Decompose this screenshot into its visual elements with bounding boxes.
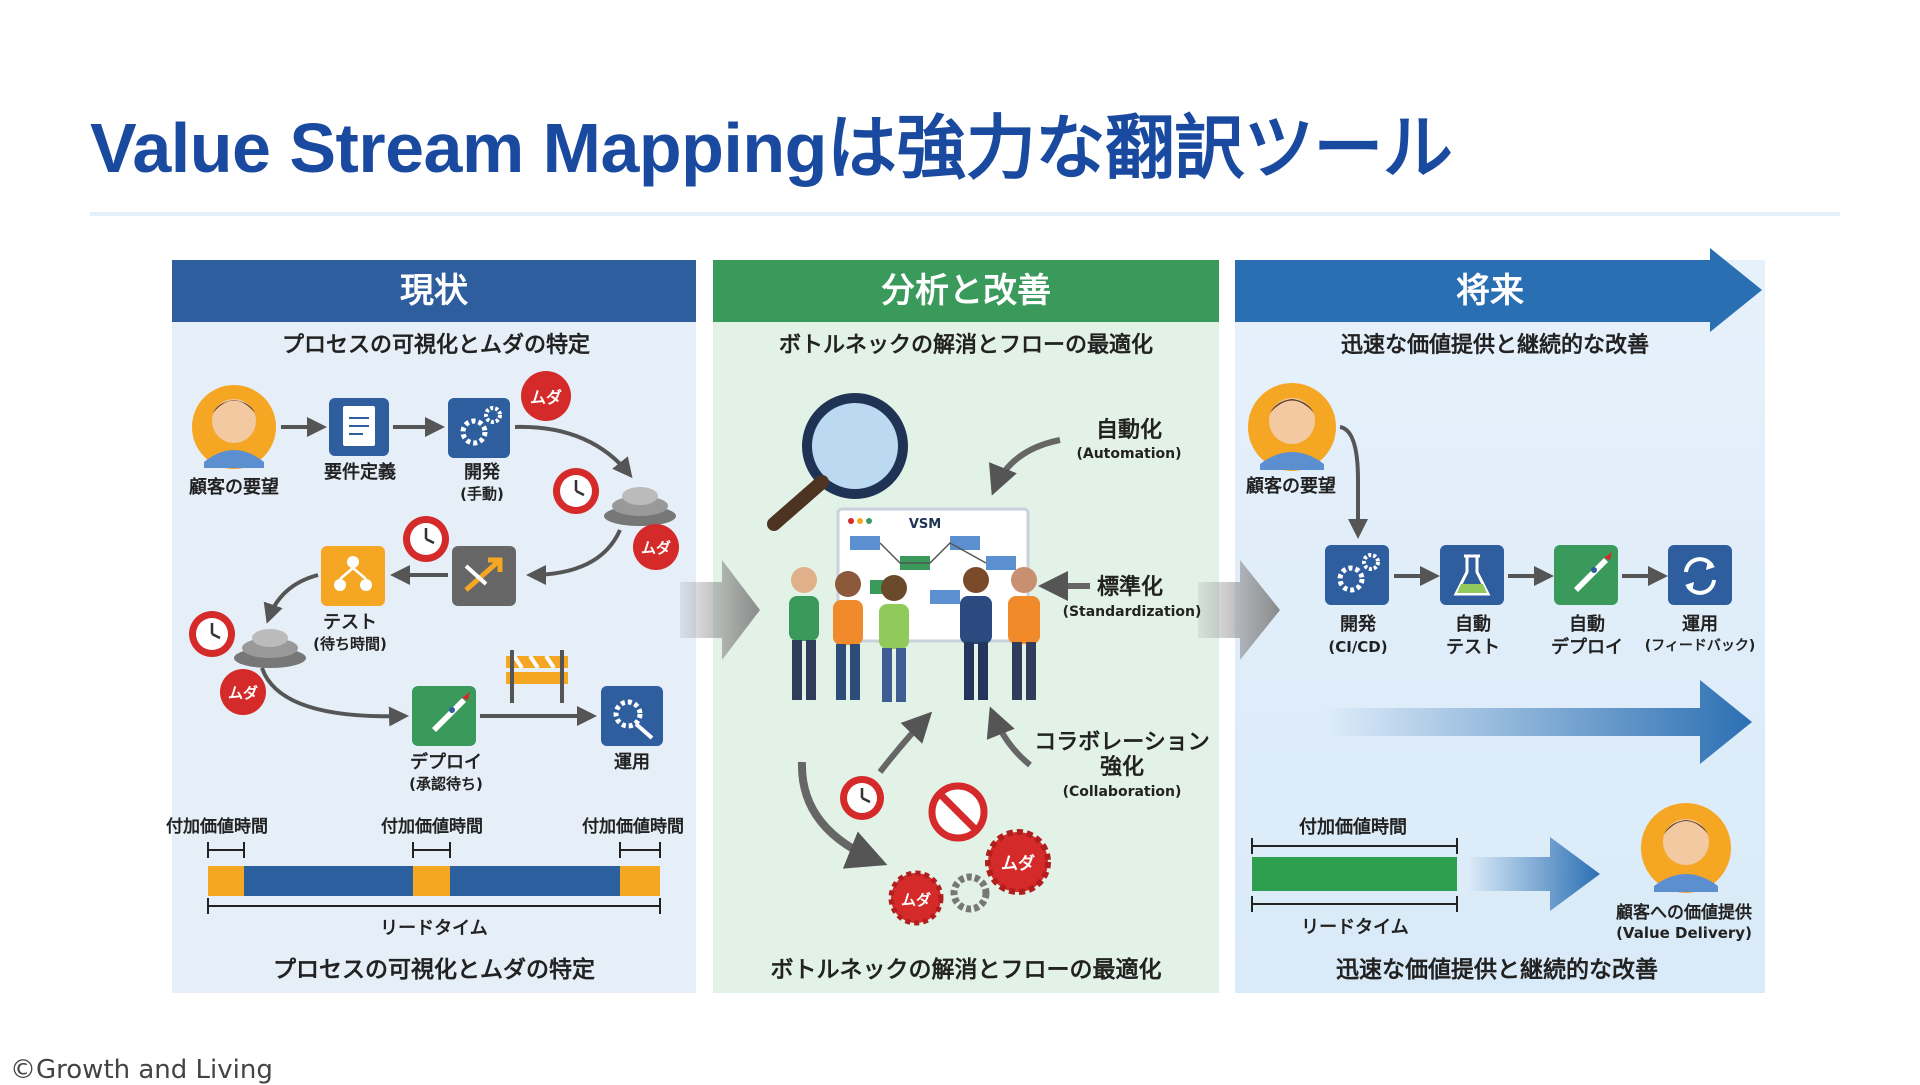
transition-arrow-2 [1198,560,1280,660]
future-deploy-label: 自動 [1569,613,1605,635]
transition-arrow-1 [680,560,760,660]
header-current [172,260,696,322]
va-label-3: 付加価値時間 [582,816,684,837]
standardization-en-label: (Standardization) [1063,604,1202,620]
copyright: ©Growth and Living [10,1055,273,1085]
header-future-arrow [1235,248,1762,332]
magnifier-icon [767,393,908,531]
lead-time-label: リードタイム [380,918,488,939]
svg-text:ムダ: ムダ [901,891,931,909]
future-va-label: 付加価値時間 [1299,816,1407,838]
collaboration-label: コラボレーション [1034,730,1210,755]
auto-deploy-rocket-icon [1554,545,1618,605]
collaboration-label-2: 強化 [1100,754,1144,780]
header-future-label: 将来 [1456,271,1524,311]
waiting-handoff-icon [452,546,516,606]
dev-gear-icon [448,398,510,458]
header-analysis-label: 分析と改善 [881,271,1051,311]
inventory-pile-icon-1 [604,487,676,526]
test-label: テスト [323,612,377,633]
customer-avatar-icon [192,385,276,469]
future-dev-label: 開発 [1340,613,1377,635]
deploy-label: デプロイ [410,751,482,773]
clock-icon-3 [189,611,235,657]
vsm-board-label: VSM [909,517,941,532]
future-ops-note: (フィードバック) [1645,638,1756,654]
current-customer-label: 顧客の要望 [189,476,279,498]
future-test-label: 自動 [1455,613,1491,635]
muda-badge-1: ムダ [521,371,571,421]
ops-label: 運用 [614,752,650,773]
prohibited-icon [928,782,988,842]
test-note: (待ち時間) [313,635,387,653]
deploy-note: (承認待ち) [409,775,483,793]
header-current-label: 現状 [400,271,469,311]
current-footer: プロセスの可視化とムダの特定 [273,956,595,983]
future-dev-note: (CI/CD) [1328,638,1387,656]
title-divider [90,212,1840,216]
slide-title: Value Stream Mappingは強力な翻訳ツール [90,109,1453,187]
va-block-1 [208,866,244,896]
ops-gear-icon [601,686,663,746]
header-analysis [713,260,1219,322]
delivery-en-label: (Value Delivery) [1616,924,1752,942]
deploy-rocket-icon [412,686,476,746]
va-markers [207,842,661,858]
dev-label: 開発 [464,461,501,483]
svg-text:ムダ: ムダ [228,684,258,702]
gear-icon [950,873,990,913]
future-footer: 迅速な価値提供と継続的な改善 [1336,956,1658,983]
future-lead-label: リードタイム [1301,917,1409,938]
muda-gear-icon-2: ムダ [888,870,944,926]
va-block-3 [620,866,660,896]
requirements-label: 要件定義 [324,461,396,483]
barrier-icon [506,650,568,703]
svg-text:ムダ: ムダ [1001,853,1035,874]
muda-badge-3: ムダ [220,669,266,715]
future-va-bar [1252,857,1457,891]
clock-icon-analysis [840,776,884,820]
dev-note: (手動) [460,485,504,503]
future-deploy-note: デプロイ [1551,636,1623,658]
automation-en-label: (Automation) [1076,446,1181,462]
va-label-2: 付加価値時間 [381,816,483,837]
test-team-icon [321,546,385,606]
delivery-arrow [1468,837,1600,911]
requirements-icon [329,398,389,456]
delivery-customer-avatar-icon [1641,803,1731,893]
clock-icon-1 [553,468,599,514]
future-customer-label: 顧客の要望 [1246,475,1336,497]
current-subtitle: プロセスの可視化とムダの特定 [282,332,590,358]
automation-label: 自動化 [1096,417,1162,443]
flow-arrow [1325,680,1752,764]
svg-text:ムダ: ムダ [530,388,562,407]
future-ops-label: 運用 [1682,614,1718,635]
team-people-icon [789,567,1040,702]
analysis-subtitle: ボトルネックの解消とフローの最適化 [779,332,1153,358]
future-dev-gear-icon [1325,545,1389,605]
svg-text:ムダ: ムダ [641,539,671,557]
inventory-pile-icon-2 [234,629,306,668]
muda-badge-2: ムダ [633,524,679,570]
analysis-footer: ボトルネックの解消とフローの最適化 [771,956,1162,983]
collaboration-en-label: (Collaboration) [1063,784,1182,800]
future-subtitle: 迅速な価値提供と継続的な改善 [1341,332,1649,358]
standardization-label: 標準化 [1097,574,1163,600]
future-test-note: テスト [1446,637,1500,658]
auto-test-flask-icon [1440,545,1504,605]
muda-gear-icon-1: ムダ [985,829,1051,895]
va-block-2 [413,866,450,896]
clock-icon-2 [403,516,449,562]
future-customer-avatar-icon [1248,383,1336,471]
lead-time-span [207,898,661,914]
va-label-1: 付加価値時間 [166,816,268,837]
ops-refresh-icon [1668,545,1732,605]
delivery-label: 顧客への価値提供 [1616,902,1752,923]
